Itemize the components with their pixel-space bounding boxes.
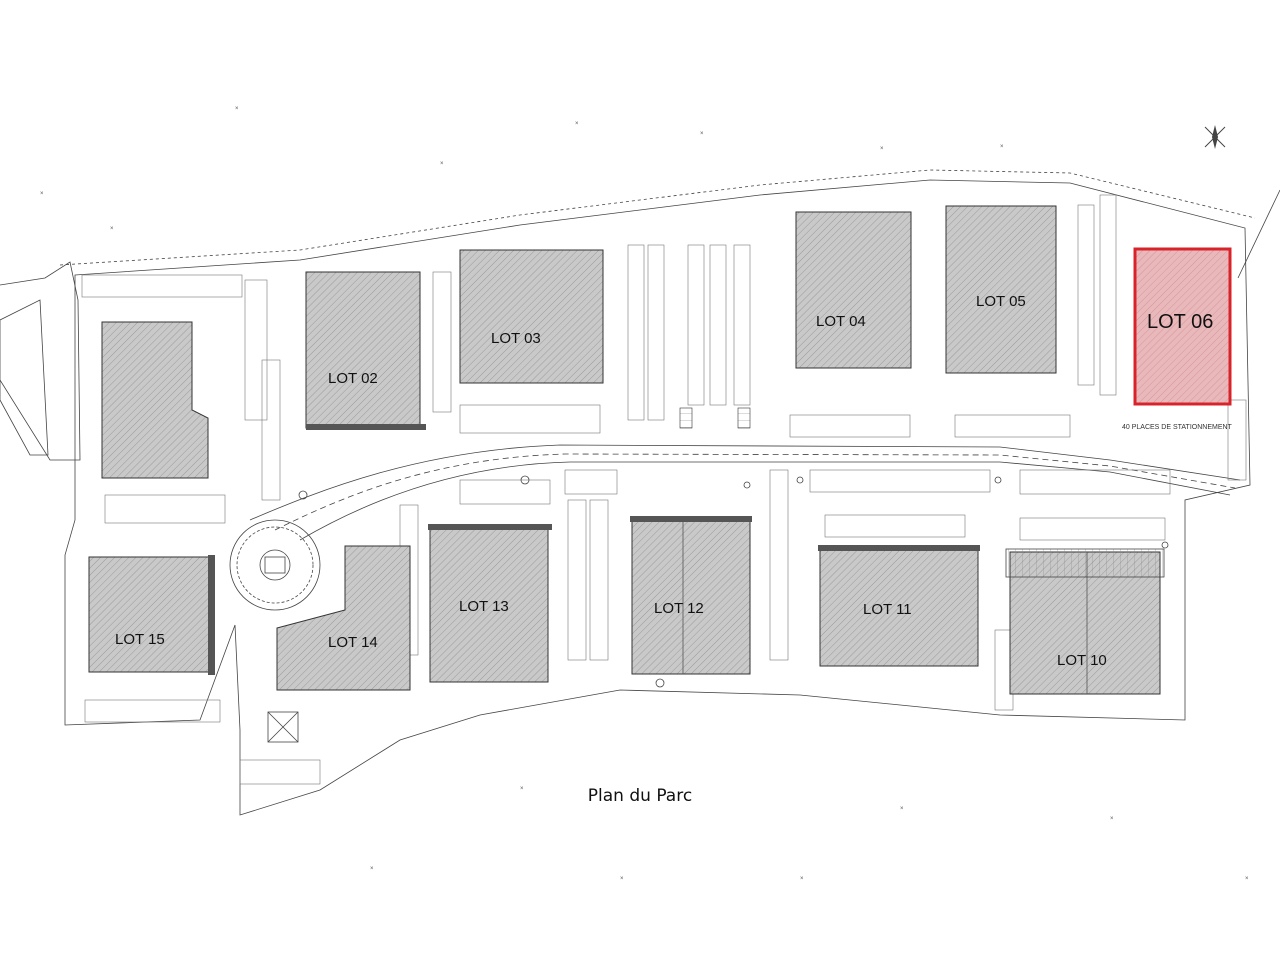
svg-text:×: ×: [1000, 144, 1004, 150]
lot-label-13: LOT 13: [459, 598, 509, 615]
svg-text:×: ×: [880, 146, 884, 152]
parking-areas: [81, 194, 1247, 785]
svg-text:×: ×: [575, 121, 579, 127]
lot15-building: [88, 556, 214, 673]
buildings: [88, 205, 1165, 695]
lot-label-15: LOT 15: [115, 631, 165, 648]
svg-text:×: ×: [1245, 876, 1249, 882]
svg-text:×: ×: [900, 806, 904, 812]
svg-text:×: ×: [800, 876, 804, 882]
svg-text:×: ×: [440, 161, 444, 167]
site-features: [267, 407, 1169, 743]
main-road-edge: [299, 461, 1231, 541]
lot-label-12: LOT 12: [654, 600, 704, 617]
roundabout: [229, 519, 321, 611]
svg-text:×: ×: [620, 876, 624, 882]
north-compass-icon: [1204, 125, 1226, 149]
lot-label-04: LOT 04: [816, 313, 866, 330]
main-road: [249, 444, 1241, 521]
lot14-building: [276, 545, 411, 691]
svg-text:×: ×: [235, 106, 239, 112]
lot-label-05: LOT 05: [976, 293, 1026, 310]
svg-text:×: ×: [700, 131, 704, 137]
survey-marks: × × × × × × × × × × × × × × ×: [40, 106, 1249, 882]
lot-label-06: LOT 06: [1147, 311, 1213, 333]
left-access-road: [0, 261, 81, 461]
svg-text:×: ×: [520, 786, 524, 792]
lot13-building: [429, 525, 549, 683]
lot01-building: [101, 321, 209, 479]
svg-text:×: ×: [1110, 816, 1114, 822]
lot02-building: [305, 271, 421, 429]
lot-labels: LOT 02 LOT 03 LOT 04 LOT 05 LOT 06 LOT 1…: [115, 293, 1213, 669]
svg-text:×: ×: [370, 866, 374, 872]
lot11-building: [819, 547, 979, 667]
lot12-building: [631, 517, 751, 675]
lot05-building: [945, 205, 1057, 374]
left-access-parking: [0, 299, 49, 456]
site-boundary: [64, 179, 1251, 816]
lot03-building: [459, 249, 604, 384]
lot-label-10: LOT 10: [1057, 652, 1107, 669]
svg-text:×: ×: [110, 226, 114, 232]
lot-label-14: LOT 14: [328, 634, 378, 651]
lot-label-03: LOT 03: [491, 330, 541, 347]
north-east-line: [1237, 189, 1280, 279]
map-caption: Plan du Parc: [587, 786, 693, 806]
svg-text:×: ×: [40, 191, 44, 197]
outer-boundary-line: [59, 169, 1256, 266]
lot04-building: [795, 211, 912, 369]
lot-label-11: LOT 11: [863, 601, 912, 618]
parking-note: 40 PLACES DE STATIONNEMENT: [1122, 424, 1233, 431]
lot06-building-highlight: [1133, 247, 1232, 406]
lot-label-02: LOT 02: [328, 370, 378, 387]
main-road-centerline: [274, 453, 1236, 531]
